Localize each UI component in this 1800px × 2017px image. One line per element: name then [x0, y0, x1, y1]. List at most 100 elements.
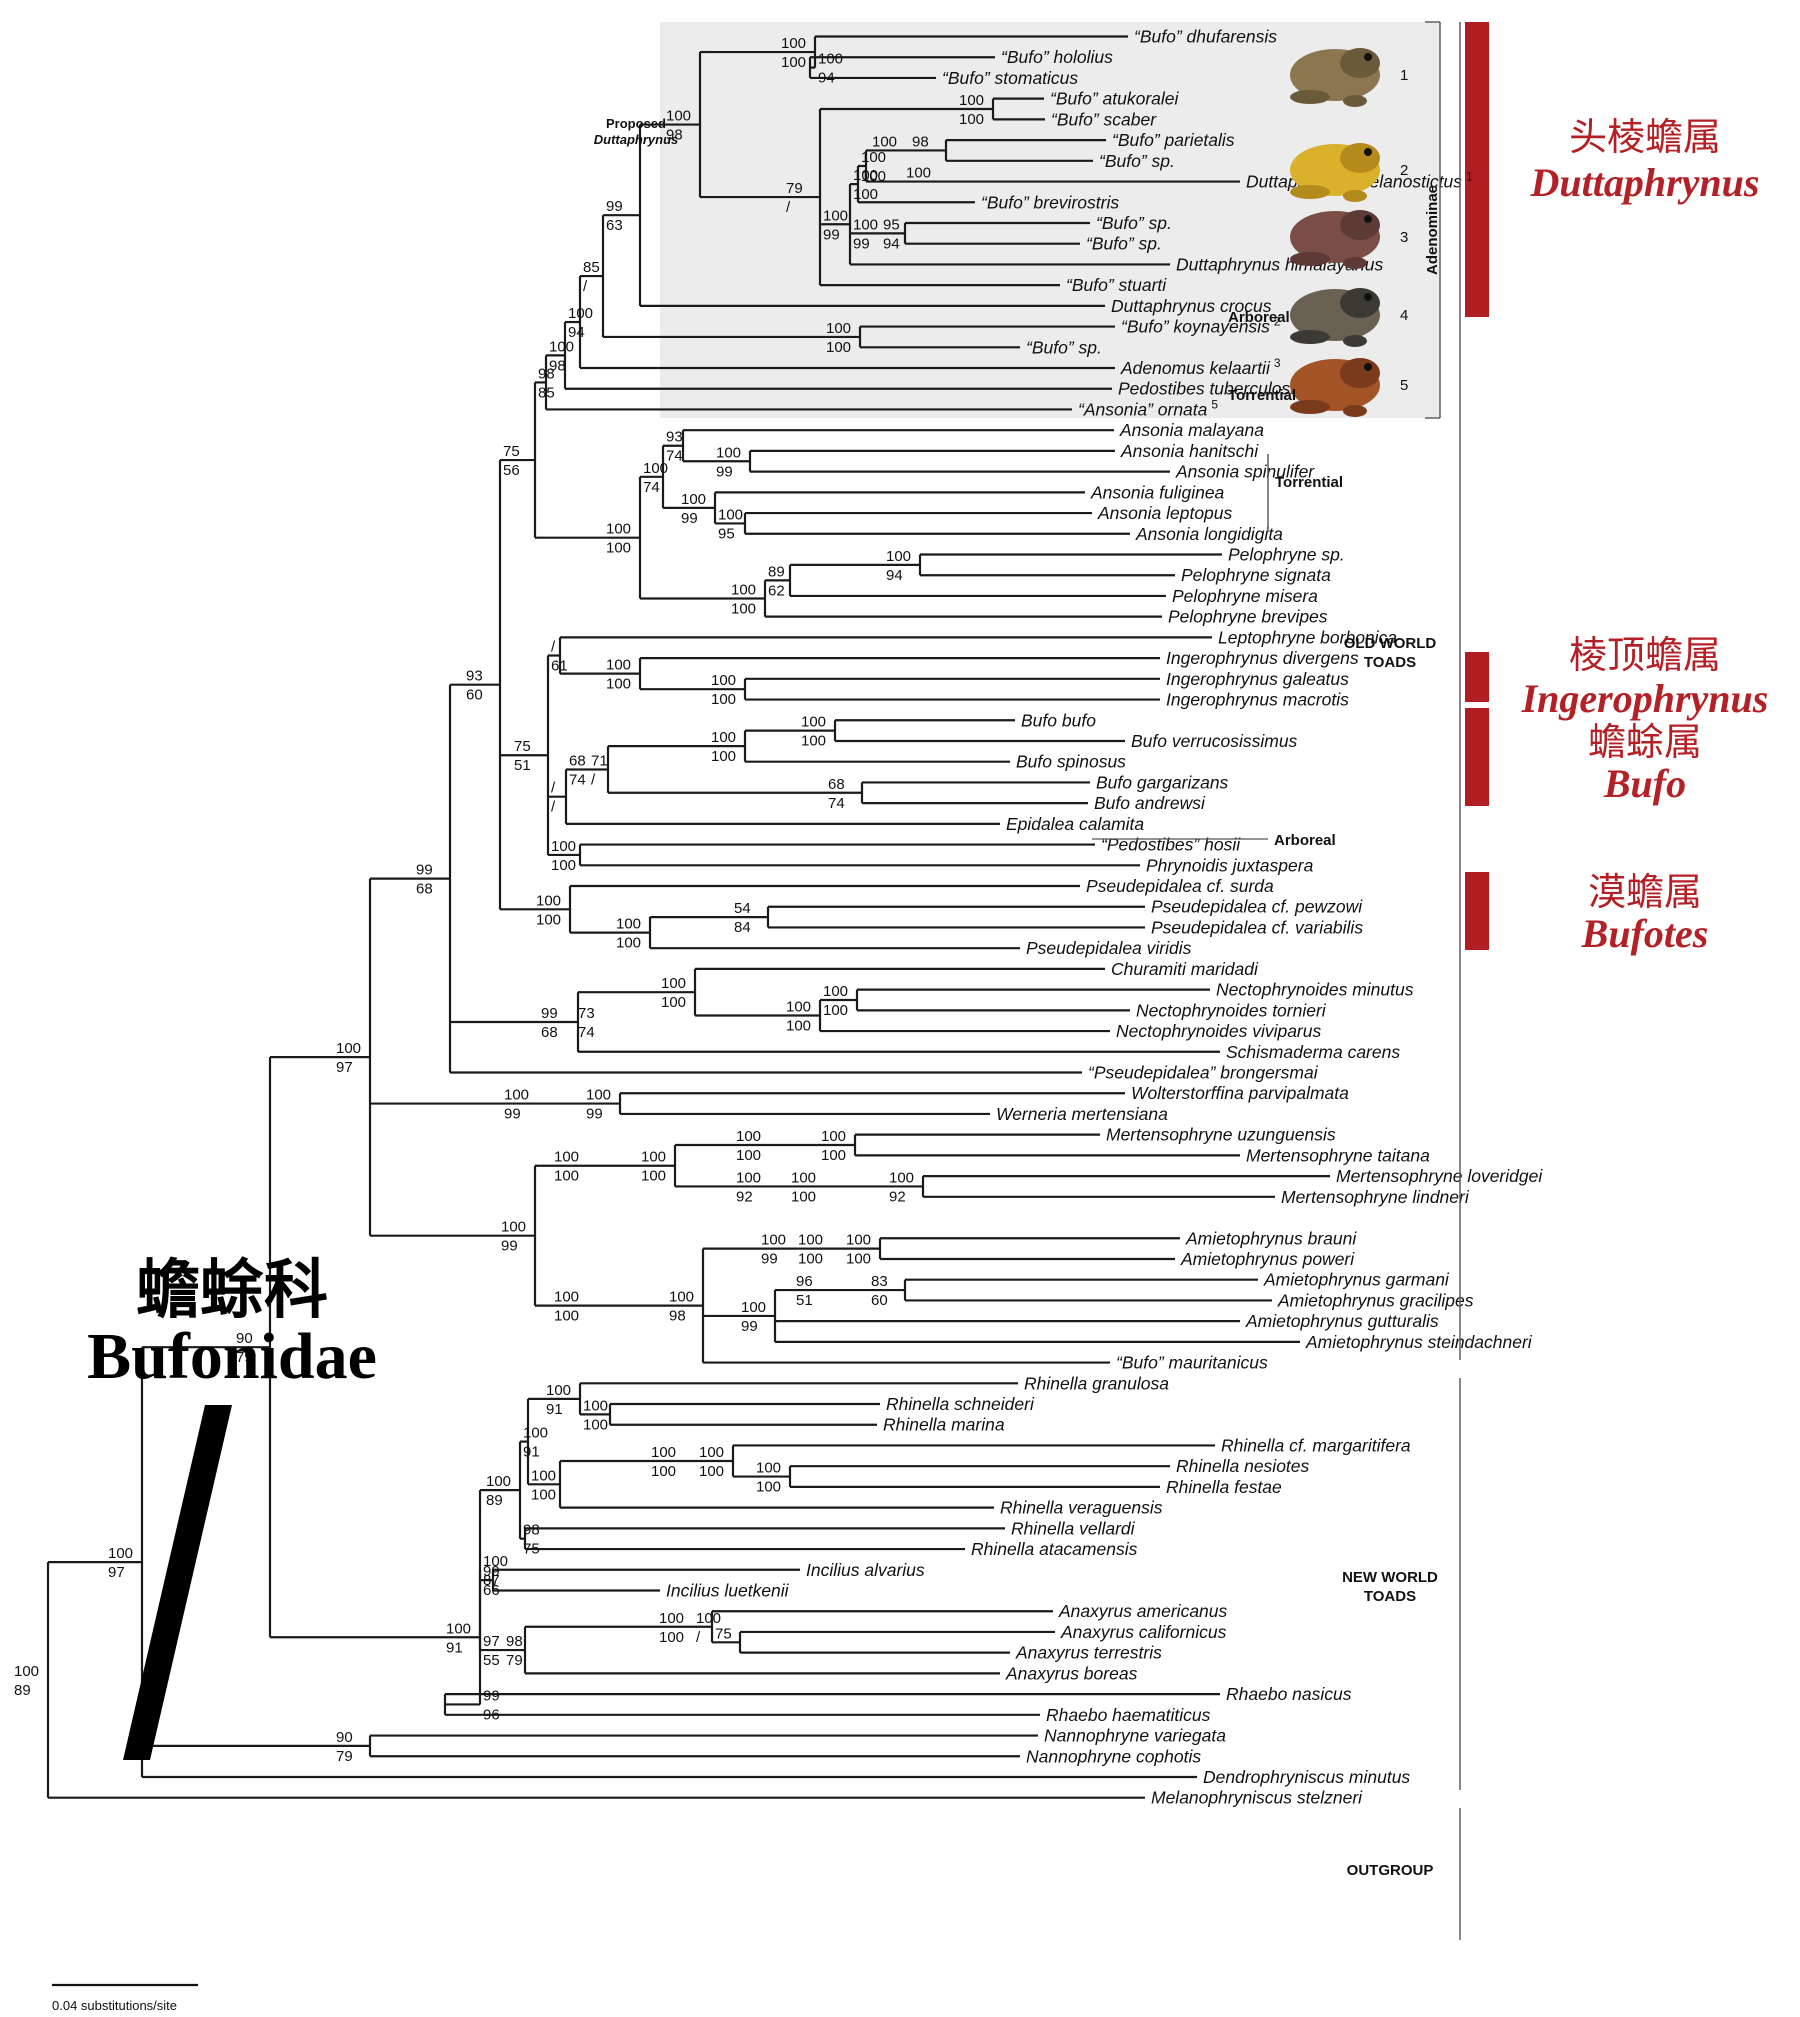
- support-value-bootstrap: 96: [796, 1273, 813, 1290]
- support-value-bootstrap: 100: [531, 1467, 556, 1484]
- support-value-posterior: 100: [861, 168, 886, 185]
- support-value-posterior: 84: [734, 919, 751, 936]
- support-value-bootstrap: 85: [583, 259, 600, 276]
- taxon-label: Pelophryne sp.: [1228, 545, 1345, 565]
- taxon-label: Schismaderma carens: [1226, 1042, 1400, 1062]
- support-value-bootstrap: 100: [108, 1545, 133, 1562]
- support-value-bootstrap: 100: [661, 975, 686, 992]
- support-value-bootstrap: 75: [514, 738, 531, 755]
- support-value-posterior: 100: [616, 935, 641, 952]
- taxon-label: Pseudepidalea cf. variabilis: [1151, 917, 1363, 937]
- taxon-label: Anaxyrus californicus: [1060, 1622, 1227, 1642]
- support-value-posterior: 89: [486, 1492, 503, 1509]
- taxon-label: “Bufo” parietalis: [1112, 130, 1235, 150]
- support-value-bootstrap: 100: [781, 35, 806, 52]
- photo-torrential-label: Torrential: [1228, 387, 1296, 404]
- support-value-bootstrap: 100: [711, 729, 736, 746]
- support-value-posterior: 62: [768, 582, 785, 599]
- support-value-posterior: 100: [853, 186, 878, 203]
- support-value-posterior: 100: [798, 1251, 823, 1268]
- support-value-bootstrap: 99: [416, 862, 433, 879]
- taxon-label: Ingerophrynus divergens: [1166, 648, 1359, 668]
- taxon-label: Incilius alvarius: [806, 1560, 925, 1580]
- support-value-posterior: /: [591, 771, 596, 788]
- frog-photo-5: 5: [1290, 358, 1408, 417]
- support-value-posterior: 98: [666, 127, 683, 144]
- taxon-label: Pelophryne signata: [1181, 565, 1331, 585]
- support-value-posterior: 68: [541, 1024, 558, 1041]
- taxon-label: Amietophrynus gutturalis: [1245, 1311, 1439, 1331]
- support-value-bootstrap: 100: [606, 521, 631, 538]
- support-value-bootstrap: 100: [786, 999, 811, 1016]
- support-value-posterior: 91: [446, 1639, 463, 1656]
- support-value-posterior: 100: [606, 540, 631, 557]
- taxon-label: Pelophryne misera: [1172, 586, 1318, 606]
- support-value-posterior: 94: [883, 235, 900, 252]
- taxon-label: Rhinella granulosa: [1024, 1373, 1169, 1393]
- taxon-label: Rhaebo haematiticus: [1046, 1705, 1211, 1725]
- support-value-posterior: 100: [641, 1168, 666, 1185]
- support-value-posterior: 100: [606, 676, 631, 693]
- taxon-label: “Bufo” brevirostris: [981, 192, 1119, 212]
- taxon-label: “Bufo” scaber: [1051, 109, 1157, 129]
- support-value-posterior: 94: [886, 567, 903, 584]
- photo-number: 1: [1400, 67, 1408, 84]
- support-value-bootstrap: 100: [853, 216, 878, 233]
- support-value-posterior: 63: [606, 217, 623, 234]
- support-value-bootstrap: 97: [483, 1633, 500, 1650]
- support-value-bootstrap: /: [551, 639, 556, 656]
- taxon-label: Werneria mertensiana: [996, 1104, 1168, 1124]
- taxon-label: Churamiti maridadi: [1111, 959, 1259, 979]
- taxon-label: Phrynoidis juxtaspera: [1146, 855, 1314, 875]
- support-value-bootstrap: 100: [731, 582, 756, 599]
- family-pointer-bar: [123, 1405, 232, 1760]
- support-value-posterior: 92: [736, 1188, 753, 1205]
- support-value-posterior: 87: [483, 1572, 500, 1589]
- support-value-bootstrap: 100: [846, 1232, 871, 1249]
- support-value-posterior: 60: [871, 1292, 888, 1309]
- taxon-label: Amietophrynus brauni: [1185, 1228, 1357, 1248]
- support-value-bootstrap: 100: [823, 983, 848, 1000]
- taxon-label: Pseudepidalea cf. surda: [1086, 876, 1274, 896]
- support-value-posterior: 75: [523, 1541, 540, 1558]
- support-value-posterior: 99: [681, 510, 698, 527]
- taxon-label: “Bufo” sp.: [1026, 337, 1102, 357]
- support-value-posterior: 100: [583, 1416, 608, 1433]
- taxon-label: Melanophryniscus stelzneri: [1151, 1788, 1363, 1808]
- taxon-label: Ingerophrynus galeatus: [1166, 669, 1349, 689]
- taxon-label: Anaxyrus boreas: [1005, 1663, 1138, 1683]
- taxon-label: Rhinella marina: [883, 1415, 1005, 1435]
- taxon-label: “Bufo” sp.: [1099, 151, 1175, 171]
- support-value-posterior: /: [551, 799, 556, 816]
- support-value-posterior: 100: [711, 748, 736, 765]
- support-value-posterior: 100: [821, 1147, 846, 1164]
- support-value-bootstrap: 100: [523, 1425, 548, 1442]
- support-value-posterior: /: [583, 278, 588, 295]
- support-value-bootstrap: 100: [761, 1232, 786, 1249]
- support-value-posterior: 92: [889, 1188, 906, 1205]
- genus-cn-label: 棱顶蟾属: [1569, 633, 1721, 677]
- taxon-label: “Pedostibes” hosii: [1101, 835, 1241, 855]
- support-value-posterior: 74: [666, 448, 683, 465]
- taxon-label: “Bufo” stomaticus: [942, 68, 1078, 88]
- support-value-posterior: 100: [736, 1147, 761, 1164]
- support-value-posterior: 100: [661, 994, 686, 1011]
- genus-cn-label: 漠蟾属: [1588, 870, 1702, 914]
- family-cn-label: 蟾蜍科: [136, 1254, 328, 1328]
- support-value-posterior: 56: [503, 462, 520, 479]
- genus-bar: [1465, 652, 1489, 702]
- taxon-label: Nectophrynoides tornieri: [1136, 1000, 1327, 1020]
- support-value-posterior: 100: [781, 54, 806, 71]
- frog-photo-2: 2: [1290, 143, 1408, 202]
- support-value-posterior: 74: [569, 771, 586, 788]
- genus-latin-label: Bufotes: [1581, 911, 1709, 956]
- taxon-label: Ingerophrynus macrotis: [1166, 690, 1349, 710]
- support-value-posterior: 51: [796, 1292, 813, 1309]
- support-value-bootstrap: 89: [768, 563, 785, 580]
- taxon-label: Pseudepidalea cf. pewzowi: [1151, 897, 1363, 917]
- taxon-label: “Bufo” sp.: [1086, 234, 1162, 254]
